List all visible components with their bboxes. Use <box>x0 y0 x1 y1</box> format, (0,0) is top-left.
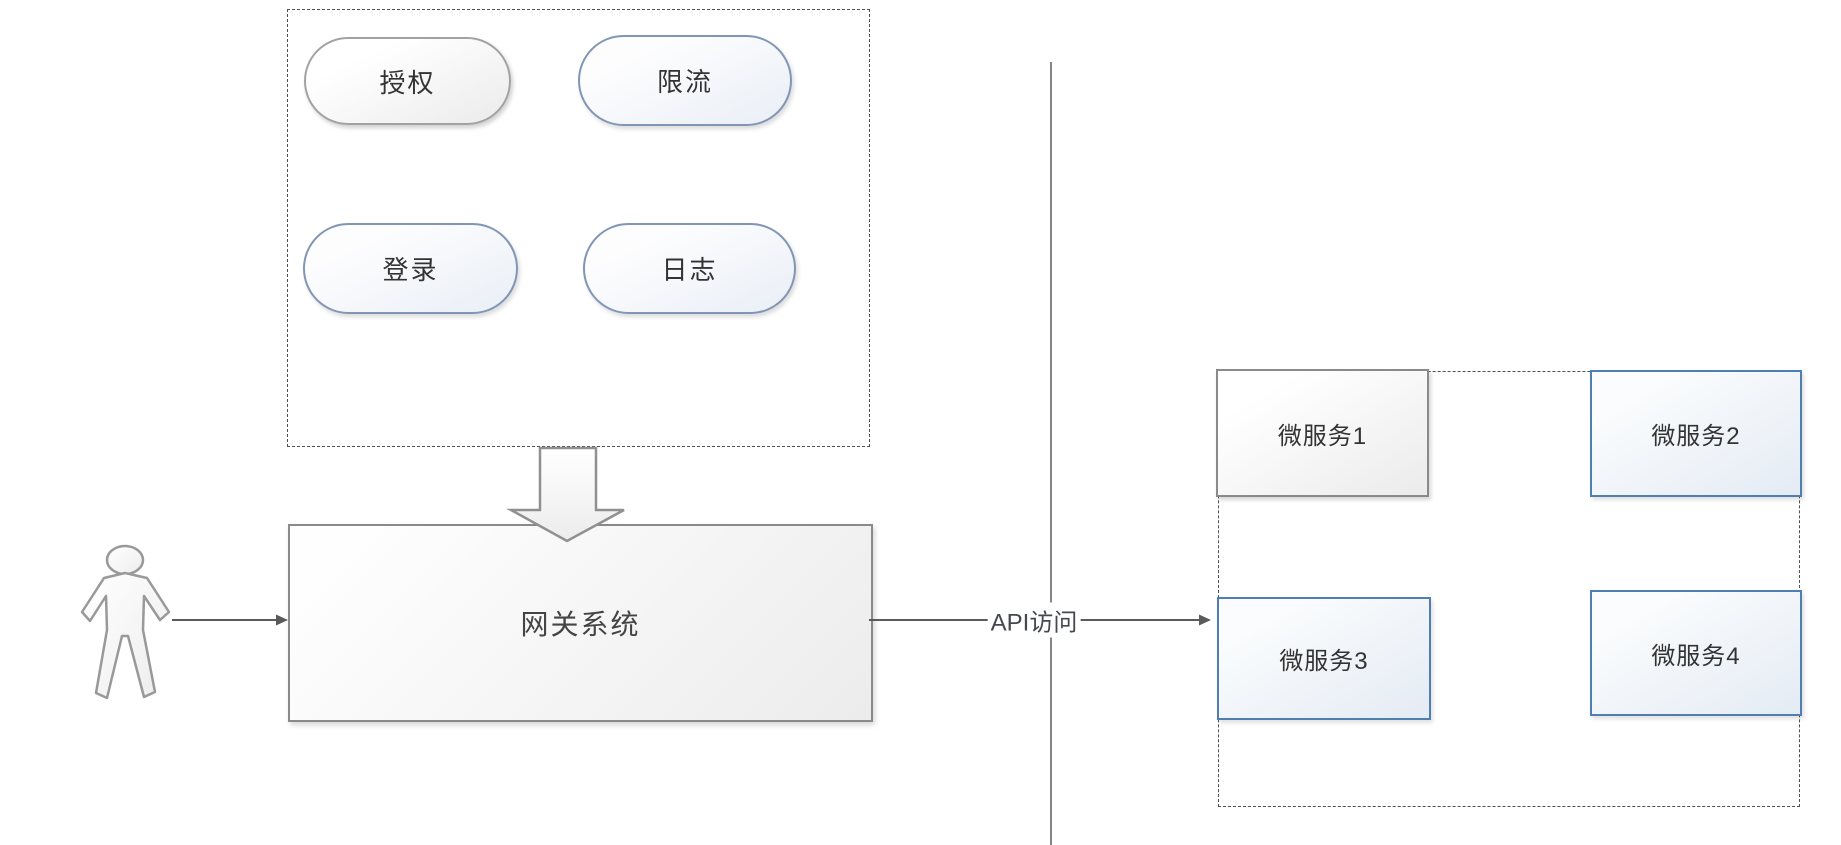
vertical-divider-line <box>1050 62 1052 845</box>
box-microservice-1: 微服务1 <box>1216 369 1429 497</box>
box-microservice-2: 微服务2 <box>1590 370 1802 497</box>
pill-logging: 日志 <box>583 223 796 314</box>
actor-person-icon <box>80 544 171 700</box>
gateway-system-box: 网关系统 <box>288 524 873 722</box>
pill-rate-limit: 限流 <box>578 35 792 126</box>
box-microservice-4: 微服务4 <box>1590 590 1802 716</box>
pill-authorization: 授权 <box>304 37 511 125</box>
box-microservice-3: 微服务3 <box>1217 597 1431 720</box>
gateway-features-group <box>287 9 870 447</box>
pill-login: 登录 <box>303 223 518 314</box>
api-access-label: API访问 <box>987 602 1081 638</box>
actor-to-gateway-arrow <box>172 614 288 626</box>
microservices-group <box>1218 371 1800 807</box>
